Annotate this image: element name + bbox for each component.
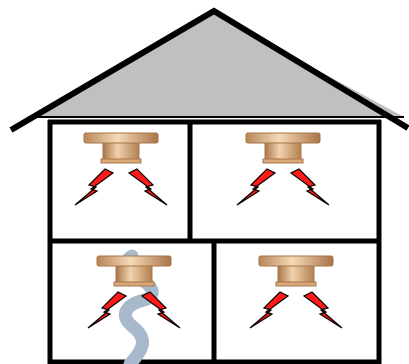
detector-group-lower-left [87,255,181,329]
lightning-bolt-icon [74,168,115,206]
smoke-detector-body [115,265,153,284]
smoke-detector-base [275,281,317,287]
detector-group-upper-left [74,132,168,206]
lightning-bolt-icon [302,291,343,329]
smoke-detector-base [113,281,155,287]
smoke-detector-icon [258,255,334,267]
smoke-detector-base [100,158,142,164]
detector-group-lower-right [249,255,343,329]
house-frame [47,119,382,364]
lightning-bolt-icon [87,291,128,329]
smoke-detector-body [264,142,302,161]
roof-outline [9,7,409,133]
lightning-bolt-icon [236,168,277,206]
lightning-bolt-icon [249,291,290,329]
roof-fill [28,14,404,117]
smoke-detector-icon [96,255,172,267]
detector-layer [74,132,343,329]
lightning-bolt-icon [127,168,168,206]
detector-group-upper-right [236,132,330,206]
lightning-bolt-icon [140,291,181,329]
smoke-detector-icon [83,132,159,144]
smoke-detector-base [262,158,304,164]
smoke-detector-body [102,142,140,161]
lightning-bolt-icon [289,168,330,206]
smoke-detector-icon [245,132,321,144]
smoke-detector-body [277,265,315,284]
roof [9,7,409,133]
